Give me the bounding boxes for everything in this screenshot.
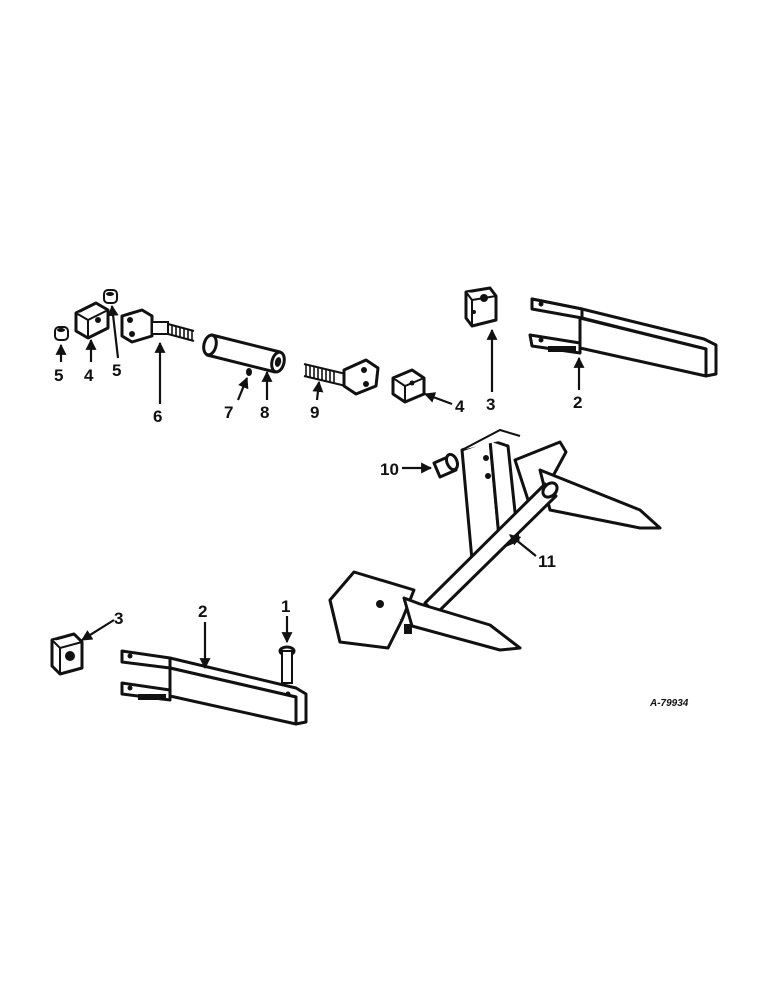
- callout-3-lower: 3: [114, 609, 123, 628]
- callout-2-upper: 2: [573, 393, 582, 412]
- part-3-block-upper: [464, 286, 498, 328]
- callout-11: 11: [538, 552, 556, 571]
- callout-5-left: 5: [54, 366, 63, 385]
- part-2-arm-upper: [528, 297, 718, 378]
- part-6-clevis-rod: [120, 308, 195, 344]
- callout-5-upper: 5: [112, 361, 121, 380]
- callout-labels: 5 4 5 6 7 8 9 4 3 2 10 11 3 2 1: [54, 361, 582, 628]
- callout-4-left: 4: [84, 366, 94, 385]
- part-10-bushing: [432, 452, 460, 479]
- callout-8: 8: [260, 403, 269, 422]
- callout-4-right: 4: [455, 397, 465, 416]
- part-5-nut-upper: [103, 289, 118, 304]
- leader-lines: [55, 304, 585, 670]
- callout-7: 7: [224, 403, 233, 422]
- part-2-arm-lower: [120, 649, 308, 726]
- callout-1: 1: [281, 597, 290, 616]
- part-3-block-lower: [50, 632, 84, 676]
- part-4-block-left: [74, 301, 110, 340]
- callout-9: 9: [310, 403, 319, 422]
- part-1-bolt: [278, 645, 296, 684]
- callout-10: 10: [380, 460, 399, 479]
- part-7-pin: [246, 368, 252, 376]
- drawing-reference-code: A-79934: [649, 698, 689, 709]
- callout-2-lower: 2: [198, 602, 207, 621]
- part-11-main-frame: [328, 428, 662, 652]
- callout-6: 6: [153, 407, 162, 426]
- part-9-clevis-rod: [303, 358, 380, 396]
- part-8-tube: [202, 333, 286, 374]
- callout-3-upper: 3: [486, 395, 495, 414]
- part-5-nut-left: [54, 326, 69, 341]
- part-4-block-right: [391, 368, 426, 404]
